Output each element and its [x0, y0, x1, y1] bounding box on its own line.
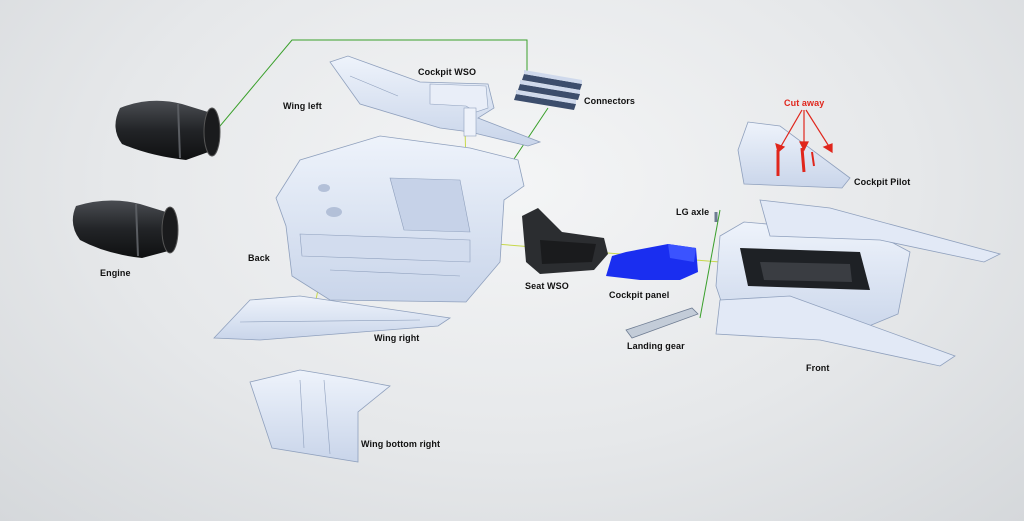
connector-guide-line [214, 39, 528, 133]
label-seat-wso: Seat WSO [525, 281, 569, 291]
axis-guide-line-4 [699, 209, 721, 319]
label-cut-away: Cut away [784, 98, 825, 108]
label-back: Back [248, 253, 270, 263]
label-engine: Engine [100, 268, 131, 278]
label-wing-bottom-right: Wing bottom right [361, 439, 441, 449]
label-lg-axle: LG axle [676, 207, 710, 217]
cockpit-panel-part [606, 244, 698, 280]
engine-top-part [115, 100, 221, 160]
cockpit-wso-part [329, 55, 542, 147]
connectors-part [514, 70, 582, 110]
label-cockpit-panel: Cockpit panel [609, 290, 670, 300]
label-wing-right: Wing right [374, 333, 420, 343]
back-fuselage-part [275, 135, 525, 303]
seat-wso-part [522, 208, 608, 274]
label-cockpit-wso: Cockpit WSO [418, 67, 477, 77]
wing-right-part [213, 295, 452, 341]
wing-bottom-right-part [249, 369, 391, 463]
cockpit-pilot-part [737, 121, 851, 189]
label-front: Front [806, 363, 830, 373]
engine-bottom-part [72, 200, 179, 258]
label-landing-gear: Landing gear [627, 341, 685, 351]
label-wing-left: Wing left [283, 101, 322, 111]
front-fuselage-part [715, 199, 1002, 367]
label-cockpit-pilot: Cockpit Pilot [854, 177, 911, 187]
label-connectors: Connectors [584, 96, 636, 106]
landing-gear-part [625, 212, 718, 339]
